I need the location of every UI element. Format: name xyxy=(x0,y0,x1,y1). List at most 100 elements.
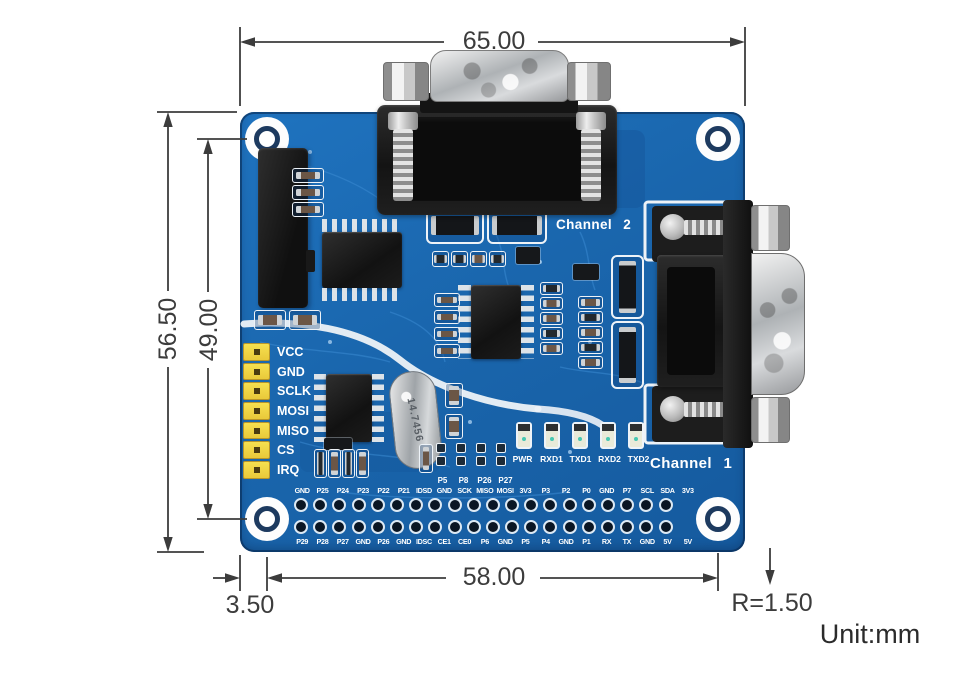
resistor xyxy=(578,326,603,339)
diode xyxy=(611,321,644,389)
gpio-pin-label: 3V3 xyxy=(519,486,532,495)
jumper-label: P8 xyxy=(458,476,469,485)
gpio-pin-label: TX xyxy=(622,537,632,546)
gpio-pin-hole xyxy=(447,498,462,512)
status-led xyxy=(628,422,644,449)
spi-pin-header xyxy=(243,343,270,481)
spi-pin-label: VCC xyxy=(277,345,304,359)
gpio-pin-label: CE0 xyxy=(457,537,472,546)
unit-label: Unit:mm xyxy=(819,619,921,649)
spi-pin xyxy=(243,402,270,420)
resistor xyxy=(578,296,603,309)
gpio-pin-hole xyxy=(620,520,635,534)
spi-pin-label: CS xyxy=(277,443,295,458)
gpio-pin-hole xyxy=(543,498,558,512)
spi-pin xyxy=(243,382,270,400)
gpio-pin-hole xyxy=(524,498,539,512)
db9-top-shell xyxy=(430,50,569,102)
jumper-label: P27 xyxy=(498,476,513,485)
gpio-pin-hole xyxy=(485,498,500,512)
gpio-pin-label: IDSD xyxy=(415,486,432,495)
gpio-pin-hole xyxy=(639,520,654,534)
gpio-pin-label: P1 xyxy=(582,537,591,546)
led-label: PWR xyxy=(512,454,533,464)
gpio-pin-label: P29 xyxy=(296,537,309,546)
db9-top-screw-left xyxy=(386,112,420,204)
gpio-pin-label: P3 xyxy=(541,486,551,495)
jumper-pad-column xyxy=(496,443,506,469)
jumper-pad xyxy=(436,443,446,453)
gpio-pin-label: SCK xyxy=(457,486,472,495)
gpio-pin-hole xyxy=(332,498,347,512)
gpio-pin-hole xyxy=(601,498,615,512)
gpio-pin-hole xyxy=(351,498,366,512)
jumper-resistor xyxy=(419,444,433,473)
gpio-holes-bottom xyxy=(294,520,673,534)
gpio-pin-hole xyxy=(505,498,520,512)
resistor xyxy=(445,383,463,408)
resistor xyxy=(434,310,460,324)
resistor xyxy=(540,312,563,325)
gpio-pin-hole xyxy=(428,498,443,512)
mounting-hole-bottom-left xyxy=(245,497,289,541)
jumper-pad-column xyxy=(456,443,466,469)
channel2-label: Channel 2 xyxy=(556,217,632,232)
gpio-pin-hole xyxy=(485,520,500,534)
gpio-pin-label: GND xyxy=(355,537,371,546)
status-led xyxy=(544,422,560,449)
status-led xyxy=(600,422,616,449)
resistor xyxy=(578,341,603,354)
mounting-hole-bottom-right xyxy=(696,497,740,541)
spi-pin-label: SCLK xyxy=(277,384,312,399)
gpio-pin-label: P28 xyxy=(316,537,329,546)
resistor xyxy=(342,449,355,478)
spi-pin-label: GND xyxy=(277,364,305,379)
jumper-pad xyxy=(456,456,466,466)
gpio-pin-hole xyxy=(370,498,385,512)
gpio-pin-hole xyxy=(543,520,558,534)
resistor xyxy=(578,356,603,369)
gpio-pin-hole xyxy=(466,520,481,534)
resistor xyxy=(540,297,563,310)
gpio-pin-label: MOSI xyxy=(496,486,514,495)
gpio-pin-hole xyxy=(294,520,308,534)
ic1-pins-top xyxy=(322,219,402,232)
spi-pin xyxy=(243,343,270,361)
resistor xyxy=(540,327,563,340)
resistor xyxy=(434,293,460,307)
gpio-pin-label: P24 xyxy=(336,486,349,495)
dim-corner-radius: R=1.50 xyxy=(731,589,813,617)
gpio-pin-hole xyxy=(505,520,520,534)
gpio-pin-hole xyxy=(447,520,462,534)
ic-chip-2 xyxy=(471,285,521,359)
gpio-pin-label: P0 xyxy=(582,486,591,495)
transistor xyxy=(324,438,352,450)
channel1-label: Channel 1 xyxy=(650,455,733,472)
gpio-pin-hole xyxy=(581,520,596,534)
gpio-pin-hole xyxy=(313,498,328,512)
gpio-pin-label: P2 xyxy=(561,486,571,495)
status-led-row xyxy=(516,422,666,449)
ic2-pins-right xyxy=(521,285,534,359)
led-label: TXD2 xyxy=(627,454,650,464)
dim-height-inner: 49.00 xyxy=(195,298,223,362)
db9-top-jackscrew-right xyxy=(567,62,611,101)
db9-right-screw-bottom xyxy=(660,396,686,422)
ic3-pins-right xyxy=(372,374,384,442)
resistor xyxy=(432,251,449,267)
db9-right-screw-top xyxy=(660,214,686,240)
gpio-pin-label: GND xyxy=(436,486,452,495)
gpio-pin-hole xyxy=(409,498,424,512)
spi-pin xyxy=(243,362,270,381)
led-label: TXD1 xyxy=(569,454,592,464)
resistor xyxy=(289,310,321,330)
gpio-pin-label: P25 xyxy=(316,486,329,495)
gpio-pin-hole xyxy=(389,498,404,512)
gpio-pin-hole xyxy=(466,498,481,512)
transistor xyxy=(573,264,599,280)
db9-right-recess xyxy=(667,267,715,375)
crystal-marking: 14.7456 xyxy=(404,396,426,444)
